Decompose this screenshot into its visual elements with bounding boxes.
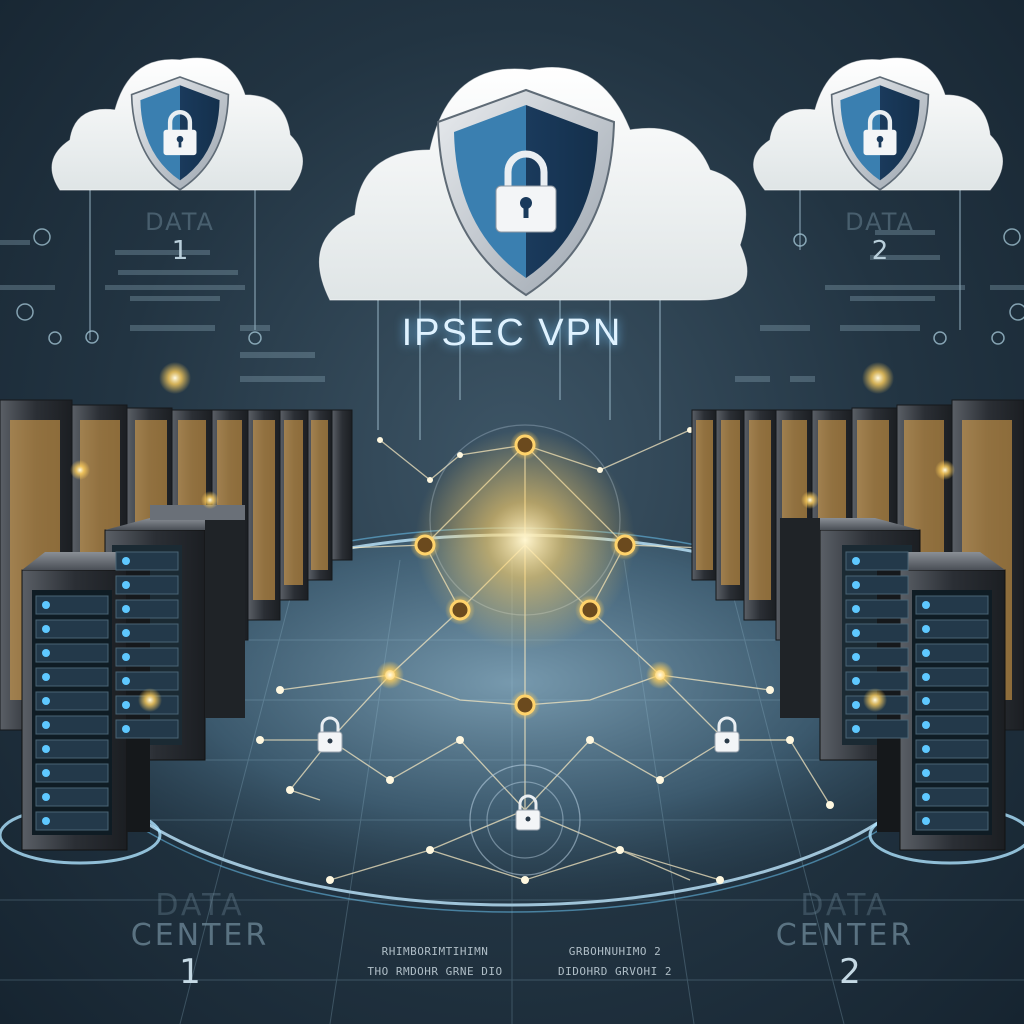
- status-led-icon: [852, 629, 860, 637]
- rack-slot: [115, 575, 179, 595]
- status-led-icon: [922, 745, 930, 753]
- status-led-icon: [852, 581, 860, 589]
- top-left-ghost-label: DATA: [145, 208, 215, 236]
- status-led-icon: [42, 793, 50, 801]
- rack-slot: [35, 715, 109, 735]
- rack-slot: [915, 763, 989, 783]
- rack-slot: [35, 763, 109, 783]
- rack-slot: [35, 667, 109, 687]
- rack-slot: [35, 595, 109, 615]
- status-led-icon: [922, 817, 930, 825]
- rack-slot: [35, 739, 109, 759]
- datacenter-2-number: 2: [839, 952, 861, 992]
- rack-slot: [845, 551, 909, 571]
- status-led-icon: [852, 557, 860, 565]
- shield-icon: [130, 76, 930, 297]
- rack-slot: [915, 691, 989, 711]
- status-led-icon: [122, 701, 130, 709]
- status-led-icon: [122, 581, 130, 589]
- status-led-icon: [852, 701, 860, 709]
- status-led-icon: [922, 673, 930, 681]
- bottom-caption-left-1: RHIMBORIMTIHIMN: [381, 945, 489, 958]
- bottom-caption-right-1: GRBOHNUHIMO 2: [568, 945, 662, 958]
- status-led-icon: [122, 605, 130, 613]
- status-led-icon: [42, 745, 50, 753]
- globe-icon: [72, 535, 952, 905]
- status-led-icon: [852, 677, 860, 685]
- status-led-icon: [122, 629, 130, 637]
- rack-slot: [35, 691, 109, 711]
- rack-slot: [845, 719, 909, 739]
- datacenter-1-number: 1: [179, 952, 201, 992]
- rack-slot: [915, 595, 989, 615]
- top-left-number: 1: [171, 236, 189, 266]
- status-led-icon: [122, 677, 130, 685]
- rack-slot: [915, 667, 989, 687]
- bottom-caption-right-2: DIDOHRD GRVOHI 2: [558, 965, 672, 978]
- status-led-icon: [852, 605, 860, 613]
- rack-slot: [845, 599, 909, 619]
- status-led-icon: [922, 601, 930, 609]
- status-led-icon: [42, 721, 50, 729]
- padlock-icon: [495, 150, 557, 233]
- status-led-icon: [122, 653, 130, 661]
- rack-slot: [915, 811, 989, 831]
- padlock-icon: [317, 716, 740, 831]
- status-led-icon: [852, 653, 860, 661]
- status-led-icon: [122, 557, 130, 565]
- status-led-icon: [122, 725, 130, 733]
- bottom-caption-left-2: THO RMDOHR GRNE DIO: [367, 965, 503, 978]
- status-led-icon: [42, 649, 50, 657]
- rack-slot: [845, 623, 909, 643]
- padlock-icon: [863, 110, 897, 156]
- status-led-icon: [42, 625, 50, 633]
- datacenter-1-label: CENTER: [130, 918, 270, 953]
- status-led-icon: [42, 673, 50, 681]
- status-led-icon: [42, 601, 50, 609]
- top-right-number: 2: [871, 236, 889, 266]
- status-led-icon: [42, 697, 50, 705]
- rack-slot: [35, 619, 109, 639]
- rack-slot: [115, 647, 179, 667]
- padlock-icon: [163, 110, 197, 156]
- rack-slot: [115, 623, 179, 643]
- rack-slot: [115, 551, 179, 571]
- rack-slot: [915, 739, 989, 759]
- status-led-icon: [922, 649, 930, 657]
- rack-slot: [915, 787, 989, 807]
- status-led-icon: [922, 697, 930, 705]
- rack-slot: [115, 719, 179, 739]
- rack-slot: [35, 811, 109, 831]
- rack-slot: [845, 647, 909, 667]
- rack-slot: [35, 643, 109, 663]
- rack-slot: [915, 715, 989, 735]
- top-right-ghost-label: DATA: [845, 208, 915, 236]
- rack-slot: [915, 619, 989, 639]
- status-led-icon: [42, 817, 50, 825]
- page-title: IPSEC VPN: [401, 312, 623, 354]
- rack-slot: [845, 575, 909, 595]
- datacenter-1-label-top: DATA: [155, 888, 245, 923]
- status-led-icon: [922, 625, 930, 633]
- status-led-icon: [922, 721, 930, 729]
- rack-slot: [915, 643, 989, 663]
- rack-slot: [35, 787, 109, 807]
- status-led-icon: [922, 793, 930, 801]
- status-led-icon: [42, 769, 50, 777]
- datacenter-2-label-top: DATA: [800, 888, 890, 923]
- status-led-icon: [852, 725, 860, 733]
- status-led-icon: [922, 769, 930, 777]
- rack-slot: [115, 599, 179, 619]
- datacenter-2-label: CENTER: [775, 918, 915, 953]
